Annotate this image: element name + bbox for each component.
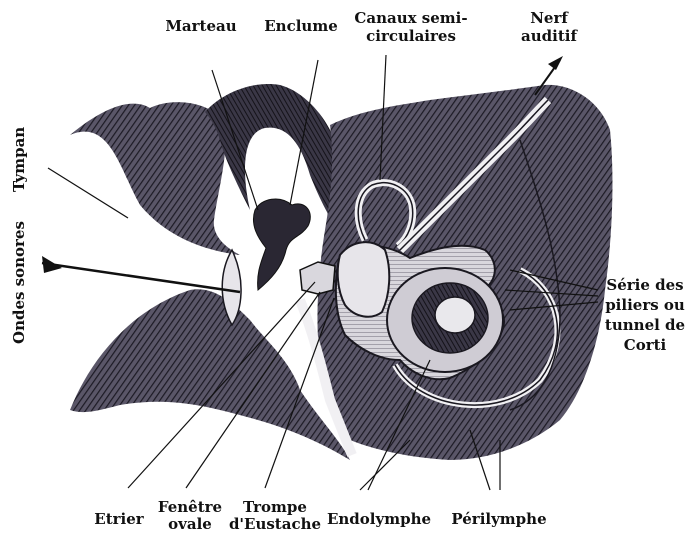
- label-nerf-line2: auditif: [514, 28, 584, 44]
- label-trompe-line1: Trompe: [225, 499, 325, 515]
- label-tympan: Tympan: [10, 127, 28, 192]
- label-fenetre-line2: ovale: [155, 516, 225, 532]
- label-canaux-line1: Canaux semi-: [350, 10, 472, 26]
- label-canaux-line2: circulaires: [350, 28, 472, 44]
- label-perilymphe: Périlymphe: [442, 511, 556, 527]
- cochlea-core: [435, 297, 475, 333]
- stapes: [300, 262, 335, 294]
- label-serie-line2: piliers ou: [600, 297, 690, 313]
- label-ondes-sonores: Ondes sonores: [10, 221, 28, 344]
- nerve-arrow-head: [548, 56, 563, 70]
- label-nerf-line1: Nerf: [514, 10, 584, 26]
- label-serie-line1: Série des: [600, 277, 690, 293]
- sound-arrow-shaft: [42, 263, 240, 292]
- label-marteau: Marteau: [163, 18, 239, 34]
- vestibule: [338, 242, 390, 317]
- label-endolymphe: Endolymphe: [322, 511, 436, 527]
- label-fenetre-line1: Fenêtre: [155, 499, 225, 515]
- label-enclume: Enclume: [260, 18, 342, 34]
- label-trompe-line2: d'Eustache: [222, 516, 328, 532]
- label-serie-line3: tunnel de: [600, 317, 690, 333]
- label-serie-line4: Corti: [600, 337, 690, 353]
- label-etrier: Etrier: [88, 511, 150, 527]
